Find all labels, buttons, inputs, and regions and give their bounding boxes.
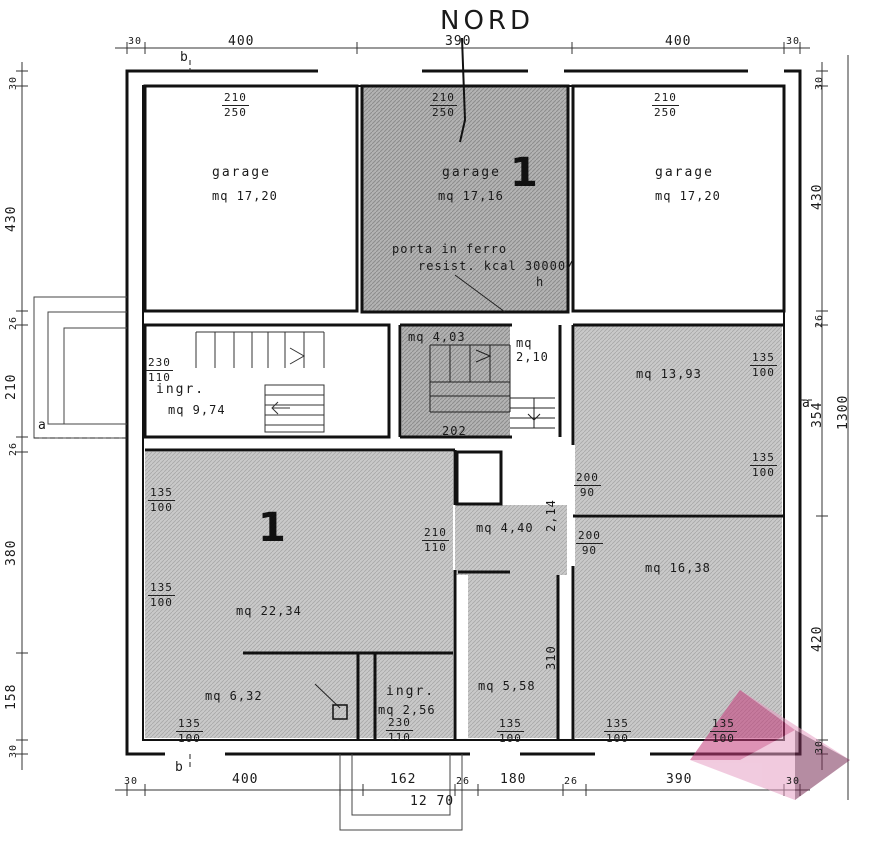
entrance-west-name: ingr. <box>156 382 206 397</box>
bath-area: mq 5,58 <box>478 679 536 693</box>
garage-center-area: mq 17,16 <box>438 189 504 203</box>
dim-310: 310 <box>544 645 558 670</box>
dim-bottom-7: 30 <box>786 776 801 787</box>
entrance-west-area: mq 9,74 <box>168 403 226 417</box>
dim-bottom-2: 162 <box>390 772 417 787</box>
garage-left-name: garage <box>212 165 271 180</box>
dim-left-6: 158 <box>4 683 19 710</box>
watermark-logo <box>690 690 850 800</box>
kitchen-area: mq 6,32 <box>205 689 263 703</box>
dim-left-2: 26 <box>8 315 19 330</box>
staircase-center <box>429 344 555 429</box>
dim-right-3: 354 <box>810 401 825 428</box>
garage-right-area: mq 17,20 <box>655 189 721 203</box>
bath-fill <box>468 575 558 738</box>
hall-area: mq 4,40 <box>476 521 534 535</box>
stair-room-fill <box>402 325 510 437</box>
dim-right-0: 30 <box>814 75 825 90</box>
living-fill <box>145 452 453 738</box>
room-ne-fill <box>575 326 782 514</box>
iron-door-note-line2: resist. kcal 30000/ <box>418 259 575 273</box>
stair-landing-area: mq 2,10 <box>516 336 549 364</box>
interior-walls <box>143 84 786 740</box>
dim-right-total: 1300 <box>836 394 851 430</box>
garage-right-name: garage <box>655 165 714 180</box>
dim-2-14: 2,14 <box>544 499 558 532</box>
dim-left-0: 30 <box>8 75 19 90</box>
room-se-area: mq 16,38 <box>645 561 711 575</box>
entrance-south-name: ingr. <box>386 684 436 699</box>
dim-top-1: 400 <box>228 34 255 49</box>
staircase-west <box>195 331 325 433</box>
dim-bottom-total: 12 70 <box>410 794 455 809</box>
north-arrow <box>459 37 467 143</box>
dim-right-1: 430 <box>810 183 825 210</box>
dim-bottom-3: 26 <box>456 776 471 787</box>
chimney-symbol <box>332 704 348 720</box>
dim-left-1: 430 <box>4 205 19 232</box>
stair-room-area: mq 4,03 <box>408 330 466 344</box>
iron-door-leader <box>454 274 506 313</box>
garage-center-name: garage <box>442 165 501 180</box>
dim-left-3: 210 <box>4 373 19 400</box>
dim-right-4: 420 <box>810 625 825 652</box>
stair-room-note: 202 <box>442 424 467 438</box>
unit-number-living: 1 <box>258 505 286 551</box>
dim-top-3: 400 <box>665 34 692 49</box>
dim-left-7: 30 <box>8 743 19 758</box>
dim-bottom-1: 400 <box>232 772 259 787</box>
entrance-south-area: mq 2,56 <box>378 703 436 717</box>
dim-left-5: 380 <box>4 539 19 566</box>
dim-left-4: 26 <box>8 441 19 456</box>
dim-bottom-5: 26 <box>564 776 579 787</box>
dim-bottom-4: 180 <box>500 772 527 787</box>
living-area: mq 22,34 <box>236 604 302 618</box>
room-ne-area: mq 13,93 <box>636 367 702 381</box>
north-label: NORD <box>440 6 534 36</box>
dim-top-2: 390 <box>445 34 472 49</box>
dim-bottom-6: 390 <box>666 772 693 787</box>
iron-door-note-line1: porta in ferro <box>392 242 508 256</box>
section-marker-a-right: a <box>802 396 812 411</box>
hall-fill <box>455 505 567 575</box>
unit-number-garage: 1 <box>510 150 538 196</box>
dim-right-2: 26 <box>814 313 825 328</box>
iron-door-note-line3: h <box>536 275 545 289</box>
section-marker-a-left: a <box>38 418 48 433</box>
section-marker-b-bottom: b <box>175 760 185 775</box>
garage-left-area: mq 17,20 <box>212 189 278 203</box>
dim-top-0: 30 <box>128 36 143 47</box>
dim-right-5: 30 <box>814 739 825 754</box>
section-marker-b-top: b <box>180 50 190 65</box>
section-cut-lines <box>34 60 812 770</box>
dim-bottom-0: 30 <box>124 776 139 787</box>
wall-openings <box>165 68 784 757</box>
dim-top-4: 30 <box>786 36 801 47</box>
